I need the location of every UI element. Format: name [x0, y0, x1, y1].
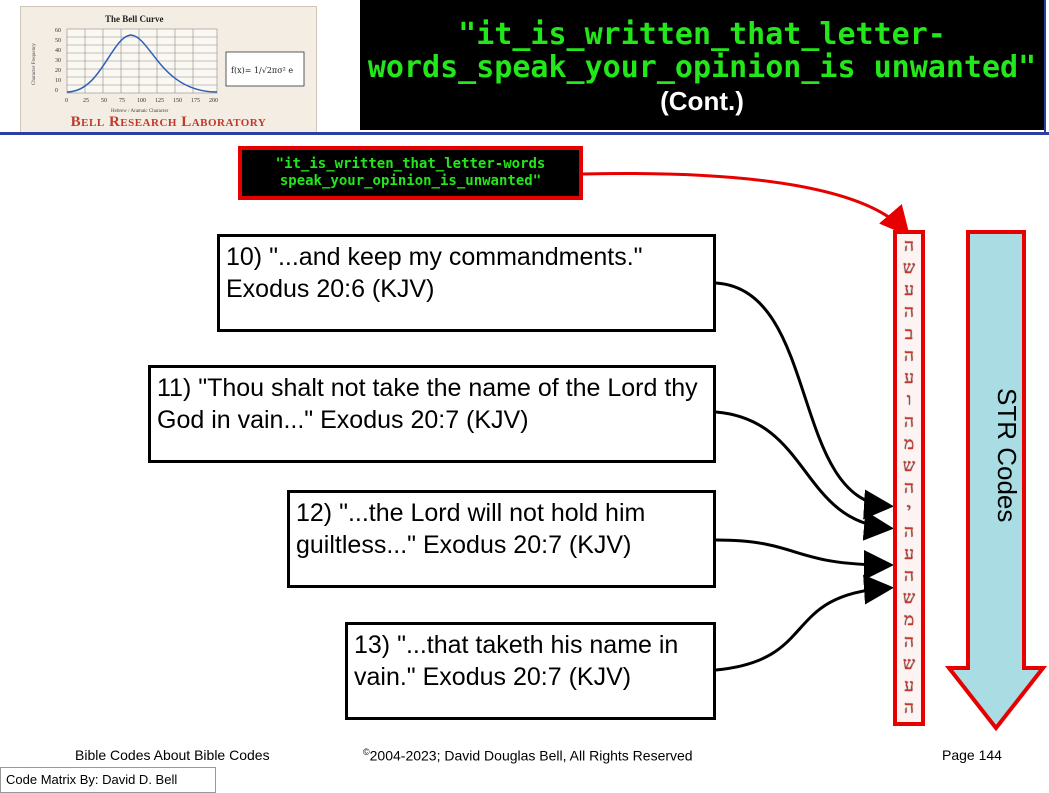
str-glyph: ע	[904, 676, 914, 696]
footer-series-title: Bible Codes About Bible Codes	[75, 747, 270, 763]
str-glyph: ה	[904, 346, 914, 366]
str-glyph: ע	[904, 544, 914, 564]
verse-box-13: 13) "...that taketh his name in vain." E…	[345, 622, 716, 720]
copyright-text: 2004-2023; David Douglas Bell, All Right…	[369, 747, 693, 764]
str-glyph: מ	[903, 434, 915, 454]
arrow-verse-13	[715, 574, 894, 672]
str-glyph: ה	[904, 522, 914, 542]
logo-x-tick: 200	[209, 98, 218, 104]
verse-box-10: 10) "...and keep my commandments." Exodu…	[217, 234, 716, 332]
str-glyph: ה	[904, 236, 914, 256]
str-glyph: י	[906, 500, 912, 520]
matrix-credit: Code Matrix By: David D. Bell	[0, 767, 216, 793]
str-glyph: ה	[904, 698, 914, 718]
logo-x-tick: 25	[83, 98, 89, 104]
arrow-verse-10	[715, 281, 894, 520]
logo-y-tick: 60	[55, 28, 61, 34]
logo-y-tick: 40	[55, 48, 61, 54]
logo-y-tick: 10	[55, 78, 61, 84]
slide-title-cont: (Cont.)	[660, 86, 744, 116]
logo-x-axis-label: Hebrew / Aramaic Character	[111, 109, 169, 114]
logo-y-tick: 20	[55, 68, 61, 74]
str-glyph: ש	[902, 258, 916, 278]
str-glyph: ש	[902, 456, 916, 476]
verse-box-12: 12) "...the Lord will not hold him guilt…	[287, 490, 716, 588]
str-glyph: ע	[904, 280, 914, 300]
str-glyph: מ	[903, 610, 915, 630]
copyright-symbol: ©	[363, 747, 370, 757]
logo-x-tick: 125	[155, 98, 164, 104]
slide-title-main: "it_is_written_that_letter-words_speak_y…	[367, 17, 1037, 85]
logo-x-tick: 175	[191, 98, 200, 104]
logo-x-tick: 150	[173, 98, 182, 104]
logo-y-tick: 30	[55, 58, 61, 64]
logo-lab-name: Bell Research Laboratory	[70, 114, 267, 130]
title-right-rule	[1044, 0, 1046, 132]
footer-page-number: Page 144	[942, 747, 1002, 763]
str-glyph: ש	[902, 588, 916, 608]
code-phrase-label: "it_is_written_that_letter-words speak_y…	[238, 146, 583, 200]
str-glyph: ע	[904, 368, 914, 388]
logo-y-tick: 0	[55, 88, 58, 94]
str-glyph: ה	[904, 566, 914, 586]
logo-x-tick: 50	[101, 98, 107, 104]
label-to-strip-arrow	[582, 172, 910, 237]
arrow-verse-11	[715, 410, 894, 541]
str-glyph: ב	[904, 324, 914, 344]
str-glyph: ה	[904, 412, 914, 432]
str-glyph: ה	[904, 632, 914, 652]
logo-y-axis-label: Character Frequency	[32, 43, 37, 85]
logo-y-tick: 50	[55, 38, 61, 44]
logo-curve-title: The Bell Curve	[105, 14, 164, 24]
logo-x-tick: 100	[137, 98, 146, 104]
str-codes-label: STR Codes	[992, 388, 1022, 523]
verse-box-11: 11) "Thou shalt not take the name of the…	[148, 365, 716, 463]
str-glyph: ה	[904, 302, 914, 322]
str-glyph: ה	[904, 478, 914, 498]
str-glyph: ש	[902, 654, 916, 674]
logo-x-tick: 0	[65, 98, 68, 104]
arrow-verse-12	[715, 538, 894, 580]
slide-title: "it_is_written_that_letter-words_speak_y…	[360, 0, 1044, 130]
header-rule	[0, 132, 1049, 135]
logo-x-tick: 75	[119, 98, 125, 104]
str-glyph: ו	[906, 390, 912, 410]
footer-copyright: ©2004-2023; David Douglas Bell, All Righ…	[363, 747, 693, 764]
svg-text:f(x)= 1/√2πσ² e: f(x)= 1/√2πσ² e	[231, 66, 293, 75]
str-direction-arrow	[944, 230, 1048, 732]
